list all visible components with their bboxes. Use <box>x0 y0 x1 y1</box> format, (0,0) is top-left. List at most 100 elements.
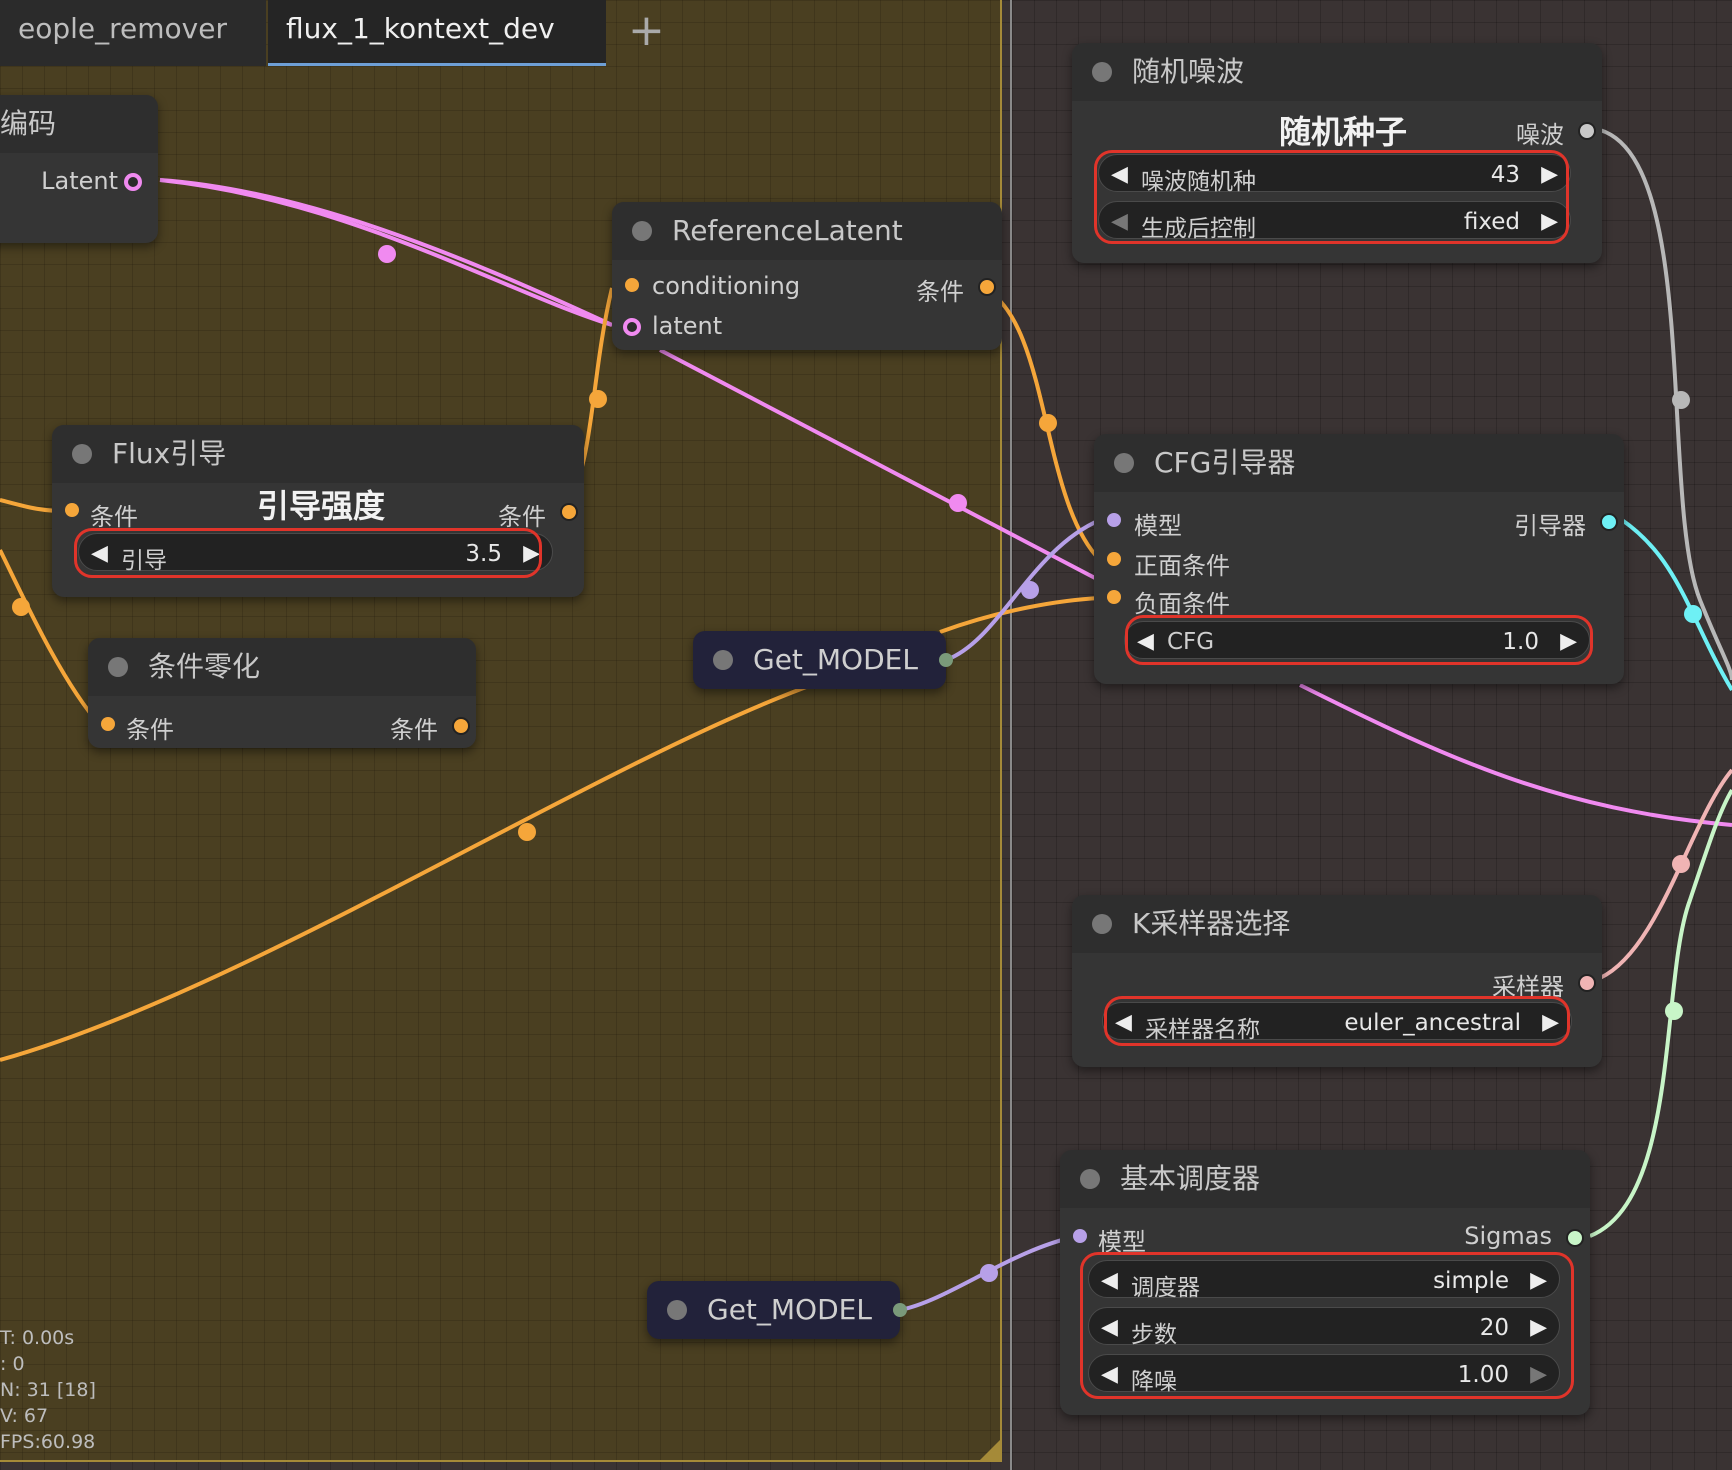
denoise-slider[interactable]: ◀ 降噪 1.00 ▶ <box>1088 1354 1560 1395</box>
input-negative-pin[interactable] <box>1107 590 1121 604</box>
collapse-dot-icon[interactable] <box>108 657 128 677</box>
highlight-box <box>1125 615 1593 665</box>
input-conditioning-pin[interactable] <box>101 717 115 731</box>
wire-cond-5 <box>0 680 821 1062</box>
increment-arrow-icon[interactable]: ▶ <box>1530 1268 1547 1293</box>
node-title: CFG引导器 <box>1094 434 1624 492</box>
input-model-pin[interactable] <box>1107 513 1121 527</box>
node-get-model[interactable]: Get_MODEL <box>647 1281 907 1339</box>
wire-latent-3 <box>659 348 1096 580</box>
collapse-dot-icon[interactable] <box>1092 914 1112 934</box>
decrement-arrow-icon[interactable]: ◀ <box>1111 162 1128 187</box>
highlight-box <box>1104 996 1570 1046</box>
output-conditioning-pin[interactable] <box>978 278 996 296</box>
input-latent-pin[interactable] <box>623 318 641 336</box>
decrement-arrow-icon[interactable]: ◀ <box>1101 1315 1118 1340</box>
node-flux-guidance[interactable]: Flux引导 条件 引导强度 条件 ◀ 引导 3.5 ▶ <box>52 425 584 597</box>
widget-group-label: 引导强度 <box>257 487 386 525</box>
guidance-slider[interactable]: ◀ 引导 3.5 ▶ <box>78 533 553 574</box>
tab-flux-kontext-dev[interactable]: flux_1_kontext_dev <box>268 0 606 66</box>
output-noise-pin[interactable] <box>1578 122 1596 140</box>
output-conditioning-pin[interactable] <box>560 503 578 521</box>
node-title: 基本调度器 <box>1060 1150 1590 1208</box>
increment-arrow-icon[interactable]: ▶ <box>1560 629 1577 654</box>
collapse-dot-icon[interactable] <box>1080 1169 1100 1189</box>
wire-guider-reroute <box>1684 605 1702 623</box>
tab-people-remover[interactable]: eople_remover <box>0 0 266 66</box>
node-ksampler-select[interactable]: K采样器选择 采样器 ◀ 采样器名称 euler_ancestral ▶ <box>1072 895 1602 1067</box>
steps-slider[interactable]: ◀ 步数 20 ▶ <box>1088 1307 1560 1348</box>
output-model-pin[interactable] <box>939 653 953 667</box>
output-guider-label: 引导器 <box>1514 512 1586 540</box>
output-guider-pin[interactable] <box>1600 513 1618 531</box>
decrement-arrow-icon[interactable]: ◀ <box>91 541 108 566</box>
wire-sigmas-reroute <box>1665 1002 1683 1020</box>
collapse-dot-icon[interactable] <box>1092 62 1112 82</box>
output-latent-pin[interactable] <box>124 173 142 191</box>
output-conditioning-pin[interactable] <box>452 717 470 735</box>
node-vae-encode[interactable]: 编码 Latent <box>0 95 158 243</box>
widget-value: 3.5 <box>465 541 502 567</box>
highlight-box <box>1080 1252 1574 1399</box>
input-model-label: 模型 <box>1134 512 1182 540</box>
wire-model-reroute-1 <box>1021 581 1039 599</box>
wire-model-reroute-2 <box>980 1264 998 1282</box>
cfg-slider[interactable]: ◀ CFG 1.0 ▶ <box>1124 621 1590 659</box>
stat-nodes: N: 31 [18] <box>0 1379 96 1401</box>
decrement-arrow-icon[interactable]: ◀ <box>1111 209 1128 234</box>
wire-cond-reroute-2 <box>1039 414 1057 432</box>
node-random-noise[interactable]: 随机噪波 随机种子 噪波 ◀ 噪波随机种 43 ▶ ◀ 生成后控制 fixed … <box>1072 43 1602 263</box>
collapse-dot-icon[interactable] <box>632 221 652 241</box>
collapse-dot-icon[interactable] <box>667 1300 687 1320</box>
widget-value: 43 <box>1490 162 1520 188</box>
decrement-arrow-icon[interactable]: ◀ <box>1101 1362 1118 1387</box>
input-conditioning-label: 条件 <box>90 503 138 531</box>
node-conditioning-zero-out[interactable]: 条件零化 条件 条件 <box>88 638 476 748</box>
highlight-box <box>1094 150 1569 244</box>
control-after-generate-select[interactable]: ◀ 生成后控制 fixed ▶ <box>1098 201 1571 242</box>
widget-value: 20 <box>1479 1315 1509 1341</box>
wire-guider <box>1620 518 1732 692</box>
widget-label: 降噪 <box>1131 1369 1177 1395</box>
node-title-text: 条件零化 <box>148 650 261 683</box>
wire-latent-2 <box>159 178 613 327</box>
input-conditioning-label: conditioning <box>652 272 801 300</box>
increment-arrow-icon[interactable]: ▶ <box>1541 162 1558 187</box>
node-reference-latent[interactable]: ReferenceLatent conditioning latent 条件 <box>612 202 1002 350</box>
widget-value: euler_ancestral <box>1344 1010 1521 1036</box>
collapse-dot-icon[interactable] <box>1114 453 1134 473</box>
collapse-dot-icon[interactable] <box>713 650 733 670</box>
node-title: 随机噪波 <box>1072 43 1602 101</box>
collapse-dot-icon[interactable] <box>72 444 92 464</box>
widget-value: simple <box>1433 1268 1509 1294</box>
wire-cond-reroute-4 <box>518 823 536 841</box>
node-title: ReferenceLatent <box>612 202 1002 260</box>
input-model-pin[interactable] <box>1073 1229 1087 1243</box>
wire-cond-4 <box>0 549 102 727</box>
group-resize-handle[interactable] <box>980 1440 1000 1460</box>
add-tab-button[interactable]: + <box>628 5 665 56</box>
output-sigmas-pin[interactable] <box>1566 1229 1584 1247</box>
input-positive-pin[interactable] <box>1107 552 1121 566</box>
node-basic-scheduler[interactable]: 基本调度器 模型 Sigmas ◀ 调度器 simple ▶ ◀ 步数 20 ▶… <box>1060 1150 1590 1415</box>
decrement-arrow-icon[interactable]: ◀ <box>1101 1268 1118 1293</box>
increment-arrow-icon[interactable]: ▶ <box>1530 1315 1547 1340</box>
wire-sigmas <box>1589 788 1732 1238</box>
input-conditioning-pin[interactable] <box>65 503 79 517</box>
node-title-text: Get_MODEL <box>707 1293 872 1326</box>
node-title: Flux引导 <box>52 425 584 483</box>
stat-fps: FPS:60.98 <box>0 1431 96 1453</box>
increment-arrow-icon[interactable]: ▶ <box>523 541 540 566</box>
input-conditioning-pin[interactable] <box>625 278 639 292</box>
increment-arrow-icon[interactable]: ▶ <box>1530 1362 1547 1387</box>
sampler-name-select[interactable]: ◀ 采样器名称 euler_ancestral ▶ <box>1102 1002 1572 1043</box>
node-get-model[interactable]: Get_MODEL <box>693 631 953 689</box>
seed-input[interactable]: ◀ 噪波随机种 43 ▶ <box>1098 154 1571 195</box>
widget-value: 1.0 <box>1502 629 1539 655</box>
output-sampler-pin[interactable] <box>1578 974 1596 992</box>
node-cfg-guider[interactable]: CFG引导器 模型 正面条件 负面条件 引导器 ◀ CFG 1.0 ▶ <box>1094 434 1624 684</box>
scheduler-select[interactable]: ◀ 调度器 simple ▶ <box>1088 1260 1560 1301</box>
input-latent-label: latent <box>652 312 723 340</box>
output-model-pin[interactable] <box>893 1303 907 1317</box>
stat-visible: V: 67 <box>0 1405 49 1427</box>
